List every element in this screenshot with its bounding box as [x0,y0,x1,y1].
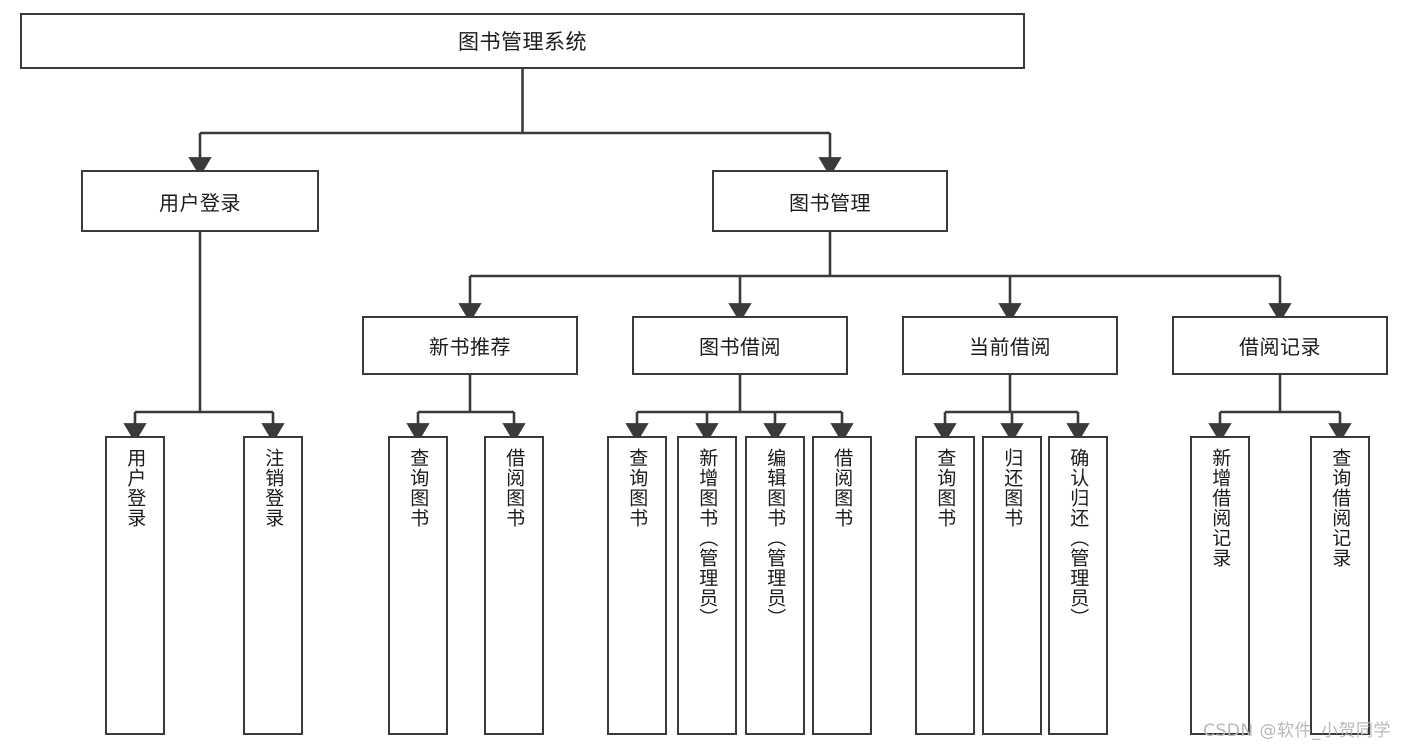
node-label: 用户登录 [124,448,147,528]
node-leaf-leaf-edit-book[interactable]: 编辑图书（管理员） [745,436,805,735]
node-leaf-leaf-borrow-book-rec[interactable]: 借阅图书 [484,436,544,735]
node-label: 确认归还（管理员） [1067,448,1090,628]
node-label: 归还图书 [1001,448,1024,528]
node-leaf-leaf-logout[interactable]: 注销登录 [243,436,303,735]
node-label: 注销登录 [262,448,285,528]
node-leaf-leaf-query-book-rec[interactable]: 查询图书 [388,436,448,735]
node-level2-book-manage[interactable]: 图书管理 [712,170,948,232]
node-label: 查询图书 [626,448,649,528]
node-label: 图书管理系统 [458,30,587,54]
node-label: 查询图书 [407,448,430,528]
node-leaf-leaf-add-record[interactable]: 新增借阅记录 [1190,436,1250,735]
node-leaf-leaf-add-book[interactable]: 新增图书（管理员） [677,436,737,735]
node-label: 借阅图书 [831,448,854,528]
node-label: 借阅图书 [503,448,526,528]
node-label: 新增借阅记录 [1209,448,1232,568]
node-root-root[interactable]: 图书管理系统 [20,13,1025,69]
node-label: 查询图书 [934,448,957,528]
node-level2-user-login[interactable]: 用户登录 [81,170,319,232]
node-label: 新书推荐 [429,335,511,359]
node-leaf-leaf-confirm-return[interactable]: 确认归还（管理员） [1048,436,1108,735]
node-level3-borrow-record[interactable]: 借阅记录 [1172,316,1388,375]
node-level3-book-borrow[interactable]: 图书借阅 [632,316,848,375]
node-label: 当前借阅 [969,335,1051,359]
node-label: 图书借阅 [699,335,781,359]
csdn-watermark: CSDN @软件_小贺同学 [1203,721,1391,741]
node-leaf-leaf-borrow-book[interactable]: 借阅图书 [812,436,872,735]
node-leaf-leaf-query-book-cur[interactable]: 查询图书 [915,436,975,735]
node-label: 新增图书（管理员） [696,448,719,628]
node-leaf-leaf-query-book-borrow[interactable]: 查询图书 [607,436,667,735]
node-leaf-leaf-query-record[interactable]: 查询借阅记录 [1310,436,1370,735]
node-label: 图书管理 [789,190,871,215]
node-label: 用户登录 [159,190,241,215]
node-leaf-leaf-user-login[interactable]: 用户登录 [105,436,165,735]
node-label: 借阅记录 [1239,335,1321,359]
node-label: 编辑图书（管理员） [764,448,787,628]
node-level3-current-borrow[interactable]: 当前借阅 [902,316,1118,375]
node-leaf-leaf-return-book[interactable]: 归还图书 [982,436,1042,735]
node-level3-new-book-rec[interactable]: 新书推荐 [362,316,578,375]
node-label: 查询借阅记录 [1329,448,1352,568]
